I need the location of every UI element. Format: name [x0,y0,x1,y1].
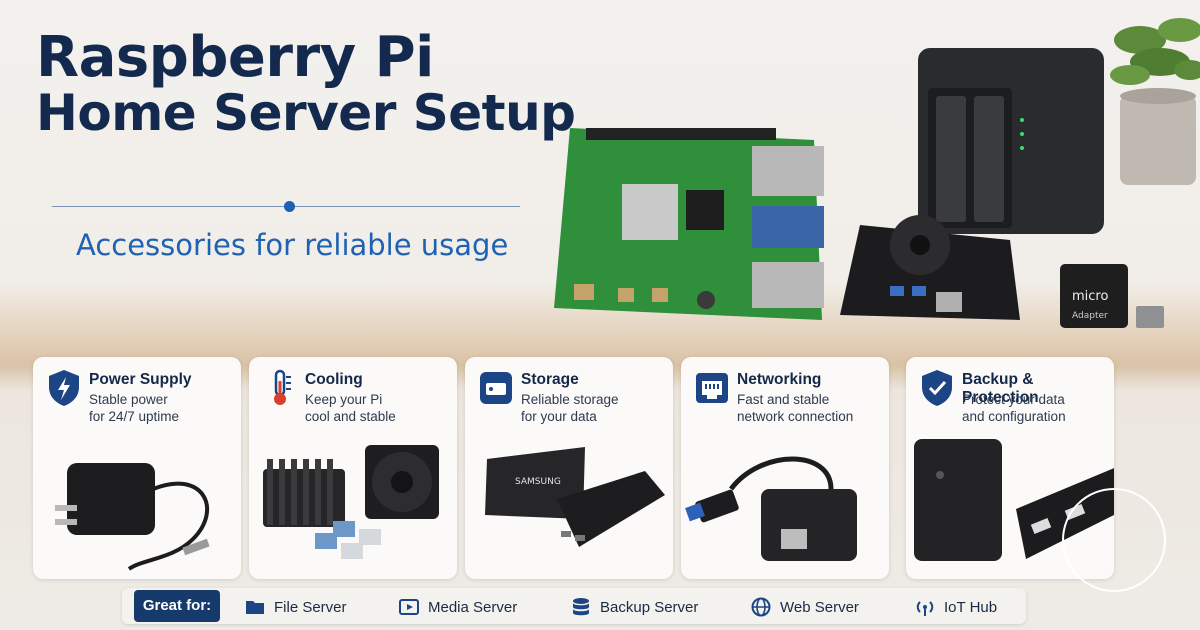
card-desc-line-1: Reliable storage [521,392,619,407]
card-title: Cooling [305,371,363,388]
card-description: Fast and stable network connection [737,391,887,425]
thermometer-icon [274,369,291,405]
use-file-server: File Server [244,596,347,618]
use-label: File Server [274,598,347,616]
page-title: Raspberry Pi Home Server Setup [36,25,576,143]
card-desc-line-2: for your data [521,409,597,424]
use-label: Backup Server [600,598,699,616]
sd-adapter-label: Adapter [1072,311,1108,321]
card-desc-line-2: cool and stable [305,409,396,424]
card-desc-line-2: for 24/7 uptime [89,409,180,424]
nas-enclosure-image [918,48,1104,234]
media-play-icon [399,599,419,615]
use-iot-hub: IoT Hub [914,596,997,618]
card-desc-line-2: and configuration [962,409,1066,424]
card-desc-line-1: Keep your Pi [305,392,383,407]
card-description: Stable power for 24/7 uptime [89,391,239,425]
card-power-supply[interactable]: Power Supply Stable power for 24/7 uptim… [33,357,241,579]
card-title: Backup & Protection [962,371,1039,406]
card-networking[interactable]: Networking Fast and stable network conne… [681,357,889,579]
usb-ethernet-adapter-image [685,456,857,561]
use-label: Web Server [780,598,859,616]
use-media-server: Media Server [398,596,517,618]
card-desc-line-2: network connection [737,409,854,424]
drive-icon [480,372,512,404]
card-description: Protect your data and configuration [962,391,1112,425]
plant-image [1110,18,1200,185]
folder-icon [246,601,264,614]
wireless-icon [916,601,934,616]
card-title: Networking [737,371,822,388]
cooling-case-image [840,215,1020,320]
great-for-label: Great for: [134,590,220,622]
shield-bolt-icon [49,370,79,406]
power-adapter-image [55,463,210,571]
ssd-brand-label: SAMSUNG [515,477,561,487]
card-description: Keep your Pi cool and stable [305,391,455,425]
subtitle: Accessories for reliable usage [76,228,509,262]
card-cooling[interactable]: Cooling Keep your Pi cool and stable [249,357,457,579]
title-line-2: Home Server Setup [36,84,576,143]
card-desc-line-1: Stable power [89,392,168,407]
use-backup-server: Backup Server [570,596,698,618]
card-title: Power Supply [89,371,192,388]
use-label: Media Server [428,598,518,616]
card-desc-line-1: Protect your data [962,392,1065,407]
watermark-badge [1062,488,1166,592]
use-label: IoT Hub [944,598,998,616]
card-title: Storage [521,371,579,388]
title-line-1: Raspberry Pi [36,25,434,90]
globe-icon [751,597,771,617]
use-web-server: Web Server [750,596,859,618]
heatsink-fan-image [263,445,439,559]
card-storage[interactable]: Storage Reliable storage for your data S… [465,357,673,579]
ethernet-port-icon [696,373,728,403]
microsd-card-image: micro Adapter [1060,264,1164,328]
ssd-and-enclosure-image: SAMSUNG [485,447,665,547]
database-icon [573,598,589,616]
card-description: Reliable storage for your data [521,391,671,425]
divider-dot [284,201,295,212]
raspberry-pi-board-image [554,128,824,320]
shield-check-icon [922,370,952,406]
card-desc-line-1: Fast and stable [737,392,830,407]
sd-card-label: micro [1072,289,1108,304]
hero-product-scene: micro Adapter [554,18,1200,328]
